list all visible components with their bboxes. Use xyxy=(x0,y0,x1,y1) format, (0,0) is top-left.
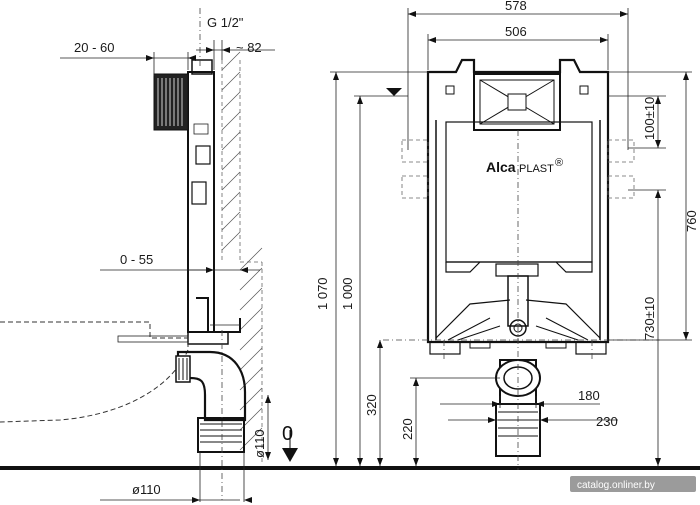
dim-180: 180 xyxy=(578,388,600,403)
brand-suffix: PLAST xyxy=(519,163,554,175)
dim-578: 578 xyxy=(505,0,527,13)
dim-730: 730±10 xyxy=(642,297,657,340)
dim-760: 760 xyxy=(684,210,699,232)
mark-triangle xyxy=(386,88,402,96)
flush-plate xyxy=(153,73,189,131)
toilet-bowl xyxy=(0,321,189,423)
dim-g-half: G 1/2" xyxy=(207,15,244,30)
side-view: G 1/2" 20 - 60 ~ 82 0 - 55 ø110 ø110 0 xyxy=(0,8,298,503)
front-frame xyxy=(426,58,610,344)
brand-mark: ® xyxy=(555,157,563,169)
wall-bracket xyxy=(196,297,241,333)
front-view: Alca PLAST ® xyxy=(315,0,699,470)
dim-320: 320 xyxy=(364,394,379,416)
dim-0-55: 0 - 55 xyxy=(120,252,153,267)
floor-zero-marker xyxy=(282,448,298,462)
dim-20-60: 20 - 60 xyxy=(74,40,114,55)
brand-name: Alca xyxy=(486,159,516,175)
drain-elbow xyxy=(176,350,247,422)
floor-zero-label: 0 xyxy=(282,423,293,445)
dim-1000: 1 000 xyxy=(340,277,355,310)
dim-100: 100±10 xyxy=(642,97,657,140)
dim-d110-vertical: ø110 xyxy=(252,429,267,458)
dim-82: ~ 82 xyxy=(236,40,262,55)
dim-d110-bottom: ø110 xyxy=(132,482,161,497)
dim-230: 230 xyxy=(596,414,618,429)
wall-hatch xyxy=(221,51,263,451)
cistern-window xyxy=(473,73,561,131)
dim-506: 506 xyxy=(505,24,527,39)
watermark: catalog.onliner.by xyxy=(577,480,655,491)
watermark-bg xyxy=(570,476,696,492)
dim-220: 220 xyxy=(400,418,415,440)
dim-1070: 1 070 xyxy=(315,277,330,310)
